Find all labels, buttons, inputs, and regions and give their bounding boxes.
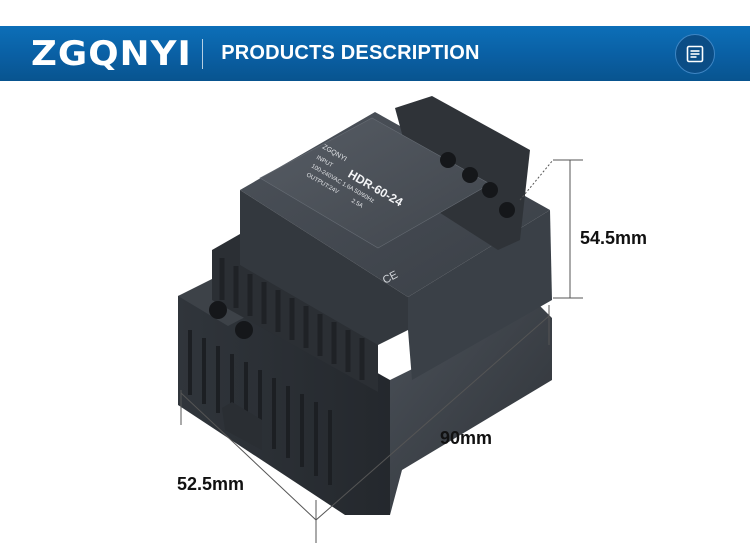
screw-terminal-2	[462, 167, 478, 183]
din-rail-clip	[222, 402, 262, 450]
brand-logo[interactable]: ZGQNYI	[31, 33, 192, 74]
screw-terminal-3	[482, 182, 498, 198]
device-front-face	[240, 190, 408, 345]
vent-ridges	[219, 258, 365, 380]
list-menu-icon	[686, 45, 704, 63]
power-supply-device	[178, 96, 552, 515]
dimension-height-label: 54.5mm	[580, 228, 648, 248]
dimension-height	[519, 159, 583, 299]
dimension-length	[315, 305, 550, 543]
screw-terminal-1	[440, 152, 456, 168]
screw-hole-1	[209, 301, 227, 319]
label-output-current: 2.5A	[350, 198, 364, 209]
header-bar: ZGQNYI PRODUCTS DESCRIPTION	[0, 26, 750, 81]
dimension-width-label: 52.5mm	[177, 474, 245, 494]
page-title: PRODUCTS DESCRIPTION	[221, 42, 480, 64]
device-base-right	[390, 306, 552, 515]
screw-terminal-4	[499, 202, 515, 218]
device-right-face	[408, 210, 552, 380]
screw-hole-2	[235, 321, 253, 339]
vent-ridges-lower	[188, 330, 332, 485]
menu-button[interactable]	[675, 34, 715, 74]
header-divider	[202, 38, 204, 69]
device-base-front	[178, 282, 390, 515]
dimension-length-label: 90mm	[440, 428, 493, 448]
dimension-width	[180, 390, 317, 521]
